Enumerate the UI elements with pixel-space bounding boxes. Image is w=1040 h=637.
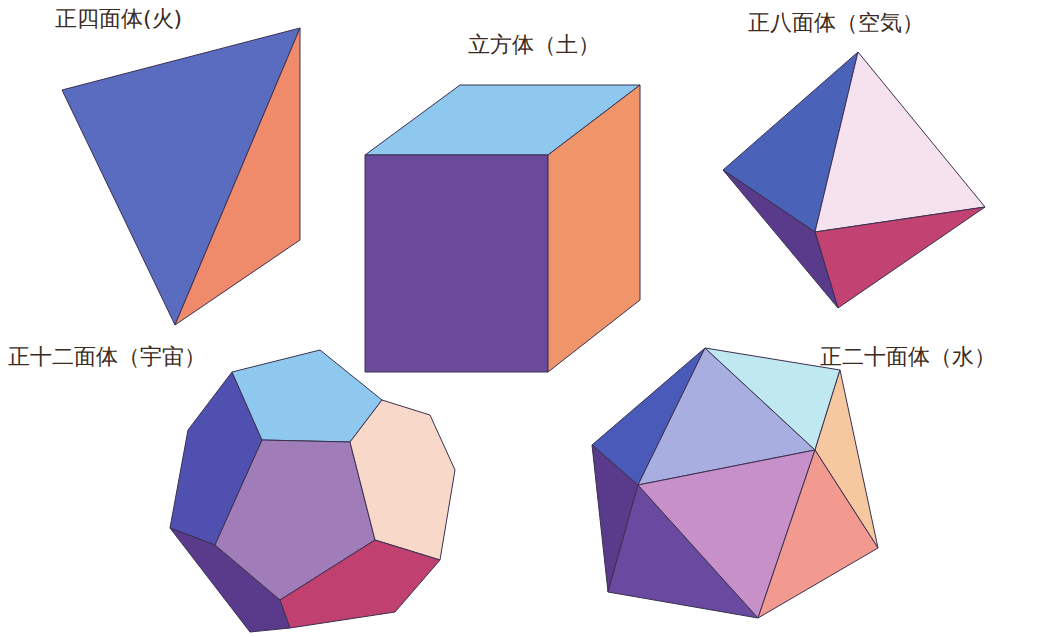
cube: [365, 85, 640, 372]
cube-face: [365, 155, 548, 372]
octahedron-face: [815, 52, 985, 232]
octahedron-face: [723, 170, 838, 308]
tetrahedron-face: [62, 28, 300, 325]
octahedron: [723, 52, 985, 308]
solid-caption: 正八面体（空気）: [748, 10, 924, 36]
tetrahedron: [62, 28, 300, 325]
cube-face: [548, 85, 640, 372]
solid-caption: 立方体（土）: [468, 32, 600, 58]
icosahedron-face: [758, 450, 878, 618]
solid-caption: 正四面体(火): [55, 6, 182, 32]
dodecahedron-face: [280, 540, 440, 628]
dodecahedron-face: [350, 400, 455, 560]
dodecahedron: [170, 350, 455, 632]
solid-caption: 正二十面体（水）: [820, 344, 996, 370]
dodecahedron-face: [232, 350, 382, 442]
icosahedron: [592, 348, 878, 618]
solid-caption: 正十二面体（宇宙）: [8, 344, 206, 370]
octahedron-face: [815, 207, 985, 308]
tetrahedron-face: [175, 28, 300, 325]
